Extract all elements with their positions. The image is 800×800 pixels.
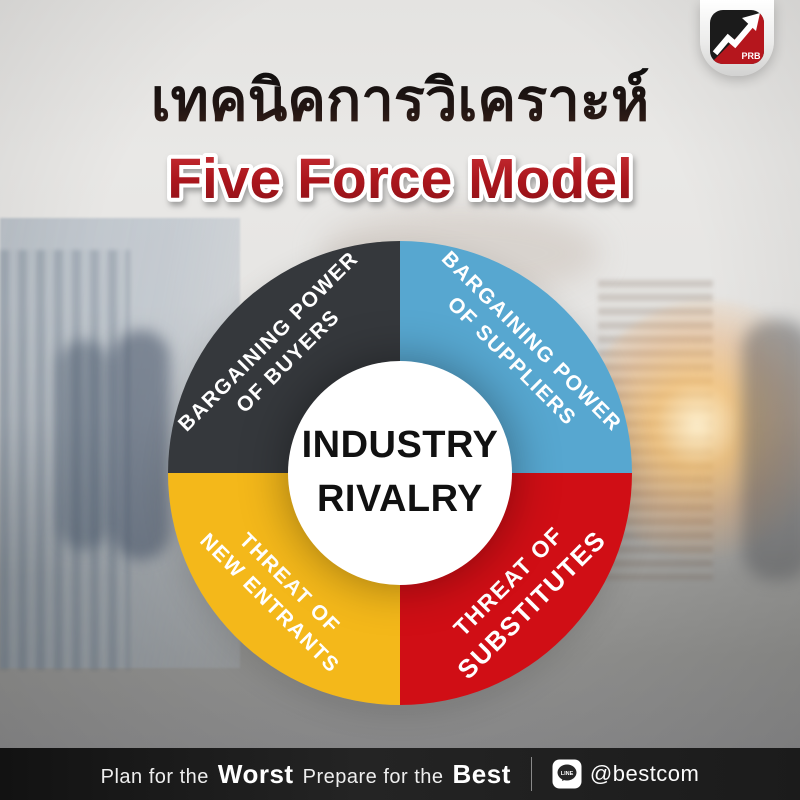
background-person-silhouette — [58, 340, 110, 550]
logo-brand-text: PRB — [741, 51, 761, 61]
footer-tagline: Plan for the Worst Prepare for the Best — [101, 759, 511, 790]
wheel-center-circle: INDUSTRY RIVALRY — [288, 361, 512, 585]
background-left-buildings — [0, 250, 130, 670]
footer-divider — [530, 757, 532, 791]
prb-logo-icon: PRB — [710, 10, 764, 64]
tagline-text: Prepare for the — [302, 765, 444, 788]
title-english: Five Force Model — [163, 143, 637, 215]
five-forces-wheel: BARGAINING POWER OF BUYERS BARGAINING PO… — [168, 241, 632, 705]
background-person-silhouette — [112, 330, 170, 560]
line-contact: LINE @bestcom — [552, 759, 699, 789]
footer-bar: Plan for the Worst Prepare for the Best … — [0, 748, 800, 800]
tagline-text: Plan for the — [100, 765, 209, 788]
tagline-text-bold: Worst — [217, 758, 294, 789]
line-handle: @bestcom — [589, 761, 700, 786]
center-label-line1: INDUSTRY — [301, 424, 499, 467]
background-man-silhouette — [742, 320, 800, 580]
title-thai-text: เทคนิคการวิเคราะห์ — [151, 67, 649, 133]
line-messenger-icon: LINE — [552, 759, 582, 789]
title-english-text: Five Force Model — [167, 147, 633, 211]
line-icon-label: LINE — [561, 771, 574, 777]
center-label-line2: RIVALRY — [316, 478, 484, 520]
title-thai: เทคนิคการวิเคราะห์ — [151, 67, 649, 133]
tagline-text-bold: Best — [452, 758, 511, 789]
